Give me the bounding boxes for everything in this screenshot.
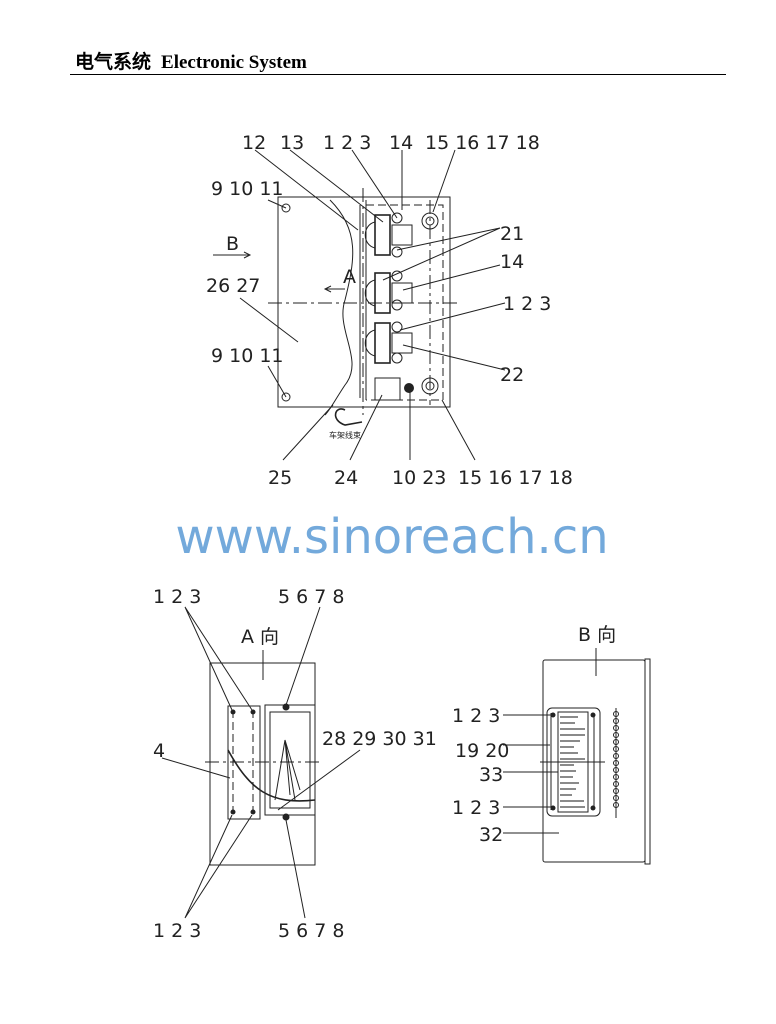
harness-cable [334,408,363,426]
label-22: 22 [500,364,524,386]
label-1-2-3: 1 2 3 [503,293,551,315]
label-14: 14 [389,132,413,154]
view-b: B 向 1 2 3 19 20 33 1 2 3 32 [452,624,651,865]
label-1-2-3: 1 2 3 [323,132,371,154]
label-5-6-7-8: 5 6 7 8 [278,586,344,608]
leader-lines [161,606,361,919]
label-b: B [226,233,239,255]
cover-break-line [324,199,354,416]
label-9-10-11: 9 10 11 [211,345,284,367]
label-14: 14 [500,251,524,273]
label-a: A [343,266,356,288]
switch-modules [364,214,413,364]
view-a-outline [209,662,316,866]
label-19-20: 19 20 [455,740,509,762]
label-13: 13 [280,132,304,154]
view-a-title: A 向 [241,626,279,648]
leader-lines [239,149,506,461]
label-15-18: 15 16 17 18 [458,467,573,489]
relay-box [374,377,401,401]
centerline-v [362,188,431,415]
label-5-6-7-8: 5 6 7 8 [278,920,344,942]
terminal-icons [613,708,619,818]
box-outline [277,196,451,408]
label-28-31: 28 29 30 31 [322,728,437,750]
label-12: 12 [242,132,266,154]
label-1-2-3: 1 2 3 [452,705,500,727]
label-1-2-3: 1 2 3 [153,586,201,608]
label-9-10-11: 9 10 11 [211,178,284,200]
top-view: 车架线束 12 13 1 2 3 14 15 16 17 18 9 10 11 … [206,132,573,489]
leader-lines [503,714,559,834]
label-25: 25 [268,467,292,489]
label-32: 32 [479,824,503,846]
watermark: www.sinoreach.cn [175,509,608,565]
header-rule [70,74,726,75]
label-4: 4 [153,740,165,762]
inner-panel-edge [359,200,367,400]
label-21: 21 [500,223,524,245]
page-header: 电气系统 Electronic System [75,47,307,74]
header-title-en: Electronic System [161,52,307,73]
harness-label: 车架线束 [329,430,361,440]
label-1-2-3: 1 2 3 [153,920,201,942]
label-10-23: 10 23 [392,467,446,489]
label-26-27: 26 27 [206,275,260,297]
view-a: A 向 1 2 3 5 6 7 8 4 28 29 30 31 1 2 3 5 … [153,586,437,942]
header-title-cn: 电气系统 [75,52,152,73]
view-a-arrow [323,285,345,293]
label-33: 33 [479,764,503,786]
view-b-title: B 向 [578,624,616,646]
label-24: 24 [334,467,358,489]
bolt-icons [230,703,290,821]
connector-icon [404,383,414,393]
label-15-18: 15 16 17 18 [425,132,540,154]
label-1-2-3: 1 2 3 [452,797,500,819]
plate-text-lines [560,716,585,808]
view-b-arrow [213,251,252,259]
cable [227,749,316,802]
